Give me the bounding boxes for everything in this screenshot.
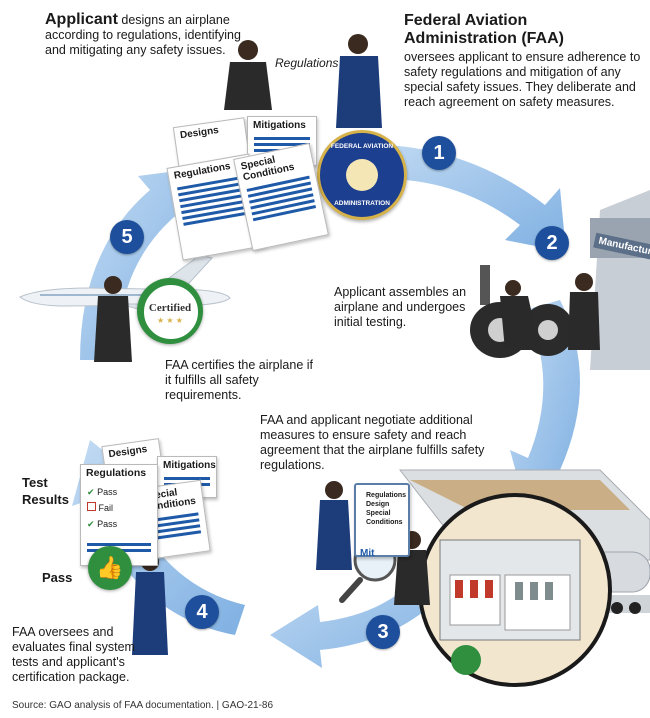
applicant-intro: Applicant designs an airplane according … [45,12,245,58]
clipboard-item-1: Regulations [366,492,407,499]
faa-seal-top: FEDERAL AVIATION [330,143,394,150]
step5-text: FAA certifies the airplane if it fulfill… [165,358,313,402]
regulations-label: Regulations [275,56,339,70]
check-icon: ✔ [87,487,95,497]
certified-badge: Certified ★ ★ ★ [137,278,203,344]
check-icon: ✔ [87,519,95,529]
faa-seal-bottom: ADMINISTRATION [334,200,390,207]
sheet-item-3: Pass [97,519,118,529]
faa-intro: Federal Aviation Administration (FAA) ov… [404,12,644,110]
thumbs-up-icon: 👍 [88,546,132,590]
step-number-3: 3 [366,615,400,649]
step3-text: FAA and applicant negotiate additional m… [260,413,485,472]
applicant-intro-text: designs an airplane according to regulat… [45,13,241,57]
sheet-item-2: Fail [98,503,114,513]
step-number-4: 4 [185,595,219,629]
source-note: Source: GAO analysis of FAA documentatio… [12,700,274,711]
clipboard-item-3: Special Conditions [366,510,403,526]
empty-box-icon [87,502,96,511]
faa-heading: Federal Aviation Administration (FAA) [404,12,564,47]
clipboard: Regulations Design Special Conditions [354,483,410,557]
faa-intro-text: oversees applicant to ensure adherence t… [404,50,641,109]
clipboard-item-2: Design [366,501,390,508]
step-number-5: 5 [110,220,144,254]
applicant-heading: Applicant [45,11,118,28]
step-number-2: 2 [535,226,569,260]
step-number-1: 1 [422,136,456,170]
faa-seal: FEDERAL AVIATION ADMINISTRATION [317,130,407,220]
step4-text: FAA oversees and evaluates final system … [12,625,135,684]
faa-seal-emblem [346,159,378,191]
pass-label: Pass [42,570,73,585]
cycle-arrow-1 [355,144,566,252]
sheet-item-1: Pass [97,487,118,497]
magnifier-text: Mit [360,548,375,559]
certified-badge-text: Certified [148,302,192,314]
certified-stars: ★ ★ ★ [157,316,183,325]
test-results-label: Test Results [22,475,69,507]
systems-magnifier-illustration [418,493,612,687]
step2-text: Applicant assembles an airplane and unde… [334,285,467,329]
